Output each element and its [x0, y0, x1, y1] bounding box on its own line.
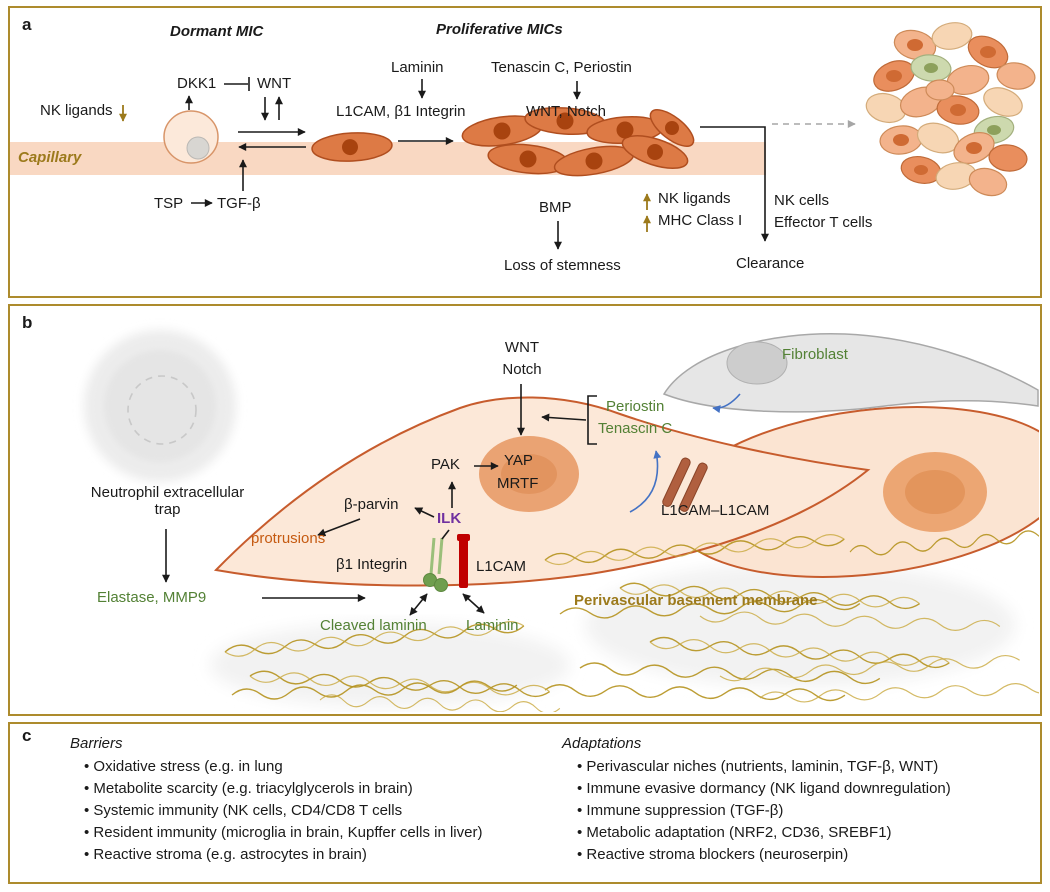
membrane-shadow: [585, 563, 1015, 687]
label-bmp: BMP: [539, 199, 572, 216]
fibroblast-cell: [662, 332, 1039, 413]
panel-c-letter: c: [22, 726, 32, 745]
list-item: Resident immunity (microglia in brain, K…: [84, 822, 482, 844]
label-tsp: TSP: [154, 195, 184, 212]
label-nk-ligands-up: NK ligands: [658, 190, 731, 207]
list-item: Reactive stroma (e.g. astrocytes in brai…: [84, 844, 482, 866]
panel-a-arrows: [119, 77, 856, 250]
list-item: Metabolic adaptation (NRF2, CD36, SREBF1…: [577, 822, 951, 844]
label-tenascin-periostin: Tenascin C, Periostin: [491, 59, 632, 76]
net-blob-icon: [84, 330, 236, 482]
panel-b-art: [84, 330, 1039, 712]
label-beta-parvin: β-parvin: [344, 496, 399, 513]
list-item: Oxidative stress (e.g. in lung: [84, 756, 482, 778]
list-item: Immune evasive dormancy (NK ligand downr…: [577, 778, 950, 800]
label-wnt-b: WNT: [504, 339, 540, 356]
panel-b-letter: b: [22, 313, 33, 332]
panel-c-box: [8, 722, 1042, 884]
label-laminin-b: Laminin: [466, 617, 519, 634]
panel-b-arrows: [162, 384, 741, 616]
label-elastase-mmp9: Elastase, MMP9: [97, 589, 207, 606]
label-effector-t-cells: Effector T cells: [774, 214, 873, 231]
label-l1cam-integrin: L1CAM, β1 Integrin: [336, 103, 466, 120]
label-laminin-a: Laminin: [391, 59, 444, 76]
label-tenascin-c: Tenascin C: [598, 420, 673, 437]
membrane-shadow: [210, 623, 570, 707]
list-item: Metabolite scarcity (e.g. triacylglycero…: [84, 778, 482, 800]
dormant-cell-icon: [163, 110, 219, 164]
label-ilk: ILK: [437, 510, 462, 527]
proliferative-cells: [461, 106, 695, 177]
panel-b-box: [8, 304, 1042, 716]
label-tgf-beta: TGF-β: [217, 195, 261, 212]
label-membrane: Perivascular basement membrane: [574, 592, 818, 609]
label-protrusions: protrusions: [251, 530, 326, 547]
label-l1cam: L1CAM: [476, 558, 527, 575]
label-cleaved-laminin: Cleaved laminin: [320, 617, 427, 634]
proliferative-mics-title: Proliferative MICs: [436, 21, 563, 38]
list-item: Systemic immunity (NK cells, CD4/CD8 T c…: [84, 800, 482, 822]
panel-a-letter: a: [22, 15, 32, 34]
label-periostin: Periostin: [606, 398, 665, 415]
list-item: Immune suppression (TGF-β): [577, 800, 951, 822]
label-fibroblast: Fibroblast: [782, 346, 848, 363]
right-mic-cell: [670, 406, 1039, 578]
barriers-list: Oxidative stress (e.g. in lungMetabolite…: [84, 756, 482, 866]
label-pak: PAK: [431, 456, 460, 473]
clearance-elbow-arrow: [700, 126, 769, 242]
label-loss-of-stemness: Loss of stemness: [504, 257, 621, 274]
dormant-mic-title: Dormant MIC: [170, 23, 264, 40]
label-wnt-a: WNT: [257, 75, 292, 92]
adaptations-list: Perivascular niches (nutrients, laminin,…: [577, 756, 951, 866]
l1cam-l1cam-icon: [662, 457, 708, 512]
label-l1cam-l1cam: L1CAM–L1CAM: [661, 502, 770, 519]
adaptations-title: Adaptations: [562, 735, 642, 752]
label-b1-integrin: β1 Integrin: [336, 556, 408, 573]
mic-cell: [213, 396, 871, 587]
label-capillary: Capillary: [18, 149, 82, 166]
label-nk-cells: NK cells: [774, 192, 830, 209]
label-mrtf: MRTF: [497, 475, 539, 492]
label-notch-b: Notch: [502, 361, 542, 378]
label-wnt-notch: WNT, Notch: [526, 103, 607, 120]
list-item: Perivascular niches (nutrients, laminin,…: [577, 756, 951, 778]
barriers-title: Barriers: [70, 735, 123, 752]
label-mhc-class-i: MHC Class I: [658, 212, 743, 229]
panel-a-art: [10, 22, 1036, 250]
label-dkk1: DKK1: [177, 75, 217, 92]
b1-integrin-icon: [423, 537, 448, 592]
label-net: Neutrophil extracellular trap: [90, 484, 245, 518]
label-clearance: Clearance: [736, 255, 805, 272]
label-nk-ligands: NK ligands: [40, 102, 113, 119]
spindle-cell-icon: [311, 132, 393, 162]
tumor-cell-cluster: [865, 22, 1036, 197]
tenascin-blue-arrow-icon: [629, 450, 662, 513]
bracket-icon: [587, 395, 597, 445]
list-item: Reactive stroma blockers (neuroserpin): [577, 844, 951, 866]
panel-a-box: [8, 6, 1042, 298]
l1cam-icon: [457, 534, 470, 588]
fibroblast-blue-arrow-icon: [712, 393, 741, 414]
label-yap: YAP: [504, 452, 533, 469]
